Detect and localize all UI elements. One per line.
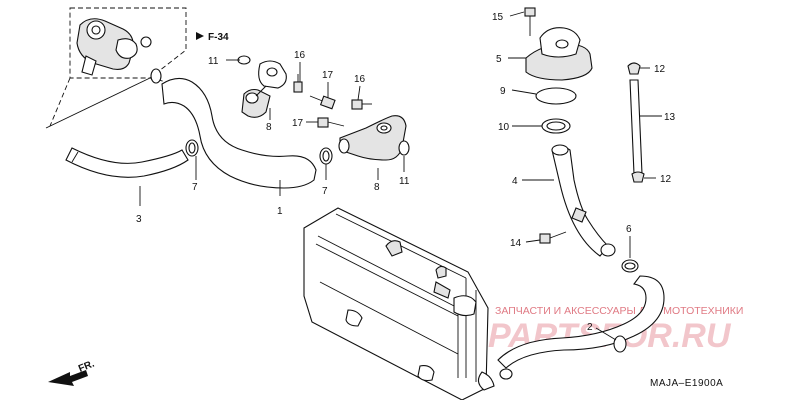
oring-9 [535, 87, 577, 105]
seal-10-inner [546, 121, 566, 131]
reference-label: F-34 [208, 32, 229, 43]
tube-13 [627, 62, 645, 183]
callout-11-left: 11 [208, 56, 219, 67]
front-label: FR. [77, 358, 96, 374]
callout-5: 5 [496, 54, 502, 65]
hose-3 [65, 147, 189, 178]
bolt-15 [524, 7, 536, 36]
callout-14: 14 [510, 238, 522, 249]
callout-10: 10 [498, 122, 510, 133]
callout-2: 2 [587, 322, 593, 333]
bolt-14 [539, 231, 567, 244]
callout-15: 15 [492, 12, 504, 23]
watermark-tagline: ЗАПЧАСТИ И АКСЕССУАРЫ ДЛЯ МОТОТЕХНИКИ [495, 305, 743, 317]
callout-4: 4 [512, 176, 518, 187]
hose-1 [150, 68, 317, 189]
bolt-17-lower [317, 117, 345, 128]
callout-12-upper: 12 [654, 64, 666, 75]
callout-12-lower: 12 [660, 174, 672, 185]
callout-8-left: 8 [266, 122, 272, 133]
bolt-16-upper [293, 74, 303, 93]
clip-12-lower [631, 171, 645, 183]
pipe-4 [551, 144, 616, 257]
radiator [303, 207, 489, 400]
clamp-7-center [319, 147, 333, 165]
drawing-code: MAJA–E1900A [650, 378, 723, 389]
engine-inset [45, 7, 201, 129]
callout-1: 1 [277, 206, 283, 217]
oring-11-right [398, 140, 410, 156]
callout-17-upper: 17 [322, 70, 334, 81]
callout-9: 9 [500, 86, 506, 97]
cover-5 [525, 27, 593, 81]
clamp-7-left [185, 139, 199, 157]
bolt-16-lower [351, 99, 372, 110]
callout-16-upper: 16 [294, 50, 306, 61]
callout-16-lower: 16 [354, 74, 366, 85]
callout-11-right: 11 [399, 176, 410, 187]
hose-2 [477, 275, 665, 391]
thermostat-housing-8-right [338, 115, 407, 161]
leader-lines [139, 11, 662, 341]
clamp-6 [621, 259, 639, 273]
callout-7-center: 7 [322, 186, 328, 197]
thermostat-housing-8-left [241, 60, 287, 118]
reference-arrow: F-34 [196, 32, 229, 43]
front-arrow: FR. [48, 358, 96, 386]
callout-13: 13 [664, 112, 676, 123]
bolt-17-upper [309, 95, 336, 110]
callout-7-left: 7 [192, 182, 198, 193]
callout-8-right: 8 [374, 182, 380, 193]
callout-numbers: 11 16 17 16 17 8 8 11 7 7 1 3 15 5 9 10 … [136, 12, 676, 333]
callout-3: 3 [136, 214, 142, 225]
callout-17-lower: 17 [292, 118, 304, 129]
callout-6: 6 [626, 224, 632, 235]
clip-12-upper [627, 62, 641, 75]
